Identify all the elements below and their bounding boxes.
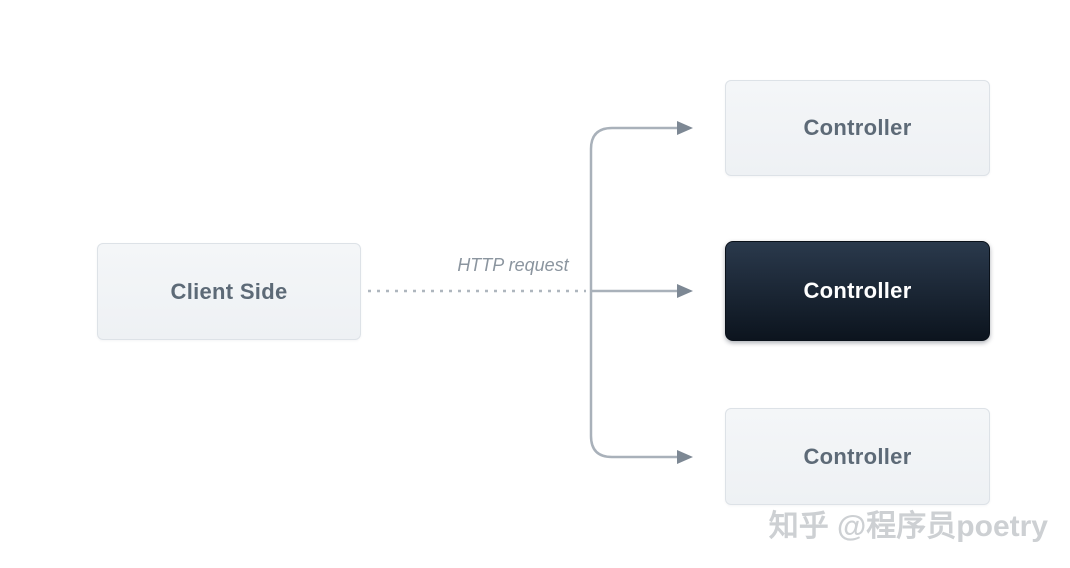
controller-label: Controller [803, 115, 912, 140]
controller-box-middle-active: Controller [725, 241, 990, 341]
arrow-right-icon [677, 450, 693, 464]
arrow-right-icon [677, 121, 693, 135]
http-request-label: HTTP request [457, 255, 569, 275]
client-side-label: Client Side [170, 278, 288, 304]
branch-trunk-line [589, 126, 677, 459]
controller-label: Controller [803, 278, 912, 303]
zhihu-watermark: 知乎 @程序员poetry [768, 510, 1048, 543]
controller-label: Controller [803, 443, 912, 469]
client-side-box: Client Side [97, 243, 361, 340]
controller-box-bottom: Controller [725, 408, 990, 505]
arrow-right-icon [677, 284, 693, 298]
controller-box-top: Controller [725, 80, 990, 176]
